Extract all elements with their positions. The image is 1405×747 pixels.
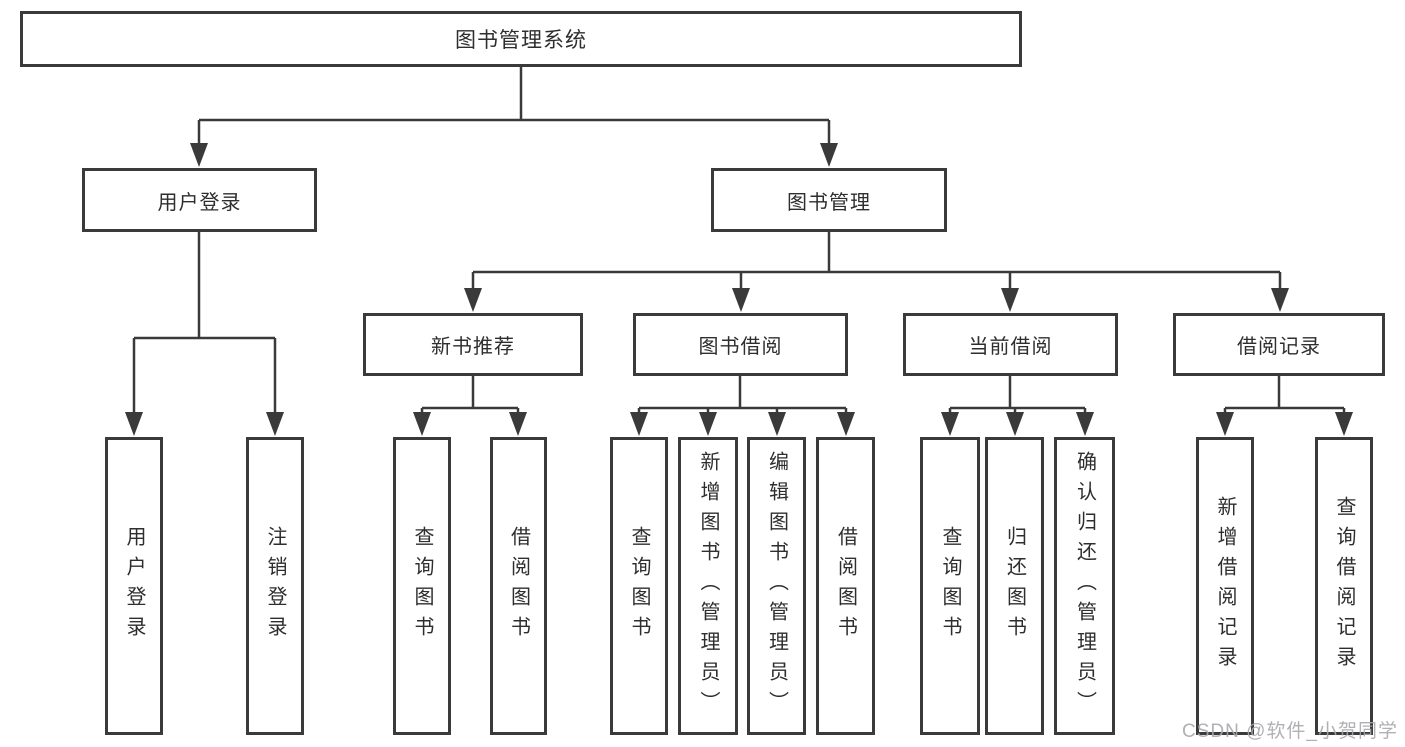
node-label: 图书管理	[787, 191, 871, 214]
leaf-label: 确认归还（管理员）	[1073, 451, 1096, 721]
leaf-borrow-edit-books-admin: 编辑图书（管理员）	[747, 437, 806, 735]
leaf-label: 借阅图书	[834, 526, 857, 646]
node-label: 用户登录	[157, 191, 242, 214]
node-label: 图书管理系统	[455, 29, 587, 52]
leaf-current-confirm-return-admin: 确认归还（管理员）	[1054, 437, 1115, 735]
node-book-borrowing: 图书借阅	[633, 313, 848, 376]
leaf-records-query-record: 查询借阅记录	[1315, 437, 1373, 735]
leaf-label: 用户登录	[123, 526, 145, 646]
leaf-recommend-borrow-books: 借阅图书	[490, 437, 547, 735]
node-label: 当前借阅	[968, 336, 1053, 358]
node-borrowing-records: 借阅记录	[1173, 313, 1385, 376]
leaf-borrow-borrow-books: 借阅图书	[816, 437, 875, 735]
node-new-book-recommendation: 新书推荐	[363, 313, 583, 376]
node-book-management: 图书管理	[711, 168, 947, 232]
leaf-label: 查询图书	[411, 526, 433, 646]
leaf-label: 归还图书	[1003, 526, 1026, 646]
leaf-current-return-books: 归还图书	[985, 437, 1044, 735]
leaf-label: 借阅图书	[507, 526, 530, 646]
leaf-recommend-query-books: 查询图书	[393, 437, 451, 735]
leaf-records-add-record: 新增借阅记录	[1196, 437, 1254, 735]
node-label: 借阅记录	[1237, 336, 1321, 358]
node-library-management-system: 图书管理系统	[20, 11, 1022, 67]
leaf-label: 查询图书	[628, 526, 650, 646]
leaf-label: 查询借阅记录	[1333, 496, 1355, 676]
leaf-logout: 注销登录	[246, 437, 304, 735]
node-label: 图书借阅	[698, 336, 783, 358]
csdn-watermark: CSDN @软件_小贺同学	[1182, 721, 1398, 742]
leaf-borrow-query-books: 查询图书	[610, 437, 668, 735]
leaf-borrow-add-books-admin: 新增图书（管理员）	[678, 437, 738, 735]
node-label: 新书推荐	[431, 336, 515, 358]
leaf-user-login: 用户登录	[105, 437, 163, 735]
leaf-label: 查询图书	[939, 526, 961, 646]
node-user-login: 用户登录	[82, 168, 317, 232]
leaf-label: 注销登录	[264, 526, 286, 646]
node-current-borrowing: 当前借阅	[903, 313, 1118, 376]
leaf-label: 编辑图书（管理员）	[765, 451, 788, 721]
leaf-current-query-books: 查询图书	[920, 437, 980, 735]
leaf-label: 新增借阅记录	[1214, 496, 1236, 676]
leaf-label: 新增图书（管理员）	[697, 451, 719, 721]
